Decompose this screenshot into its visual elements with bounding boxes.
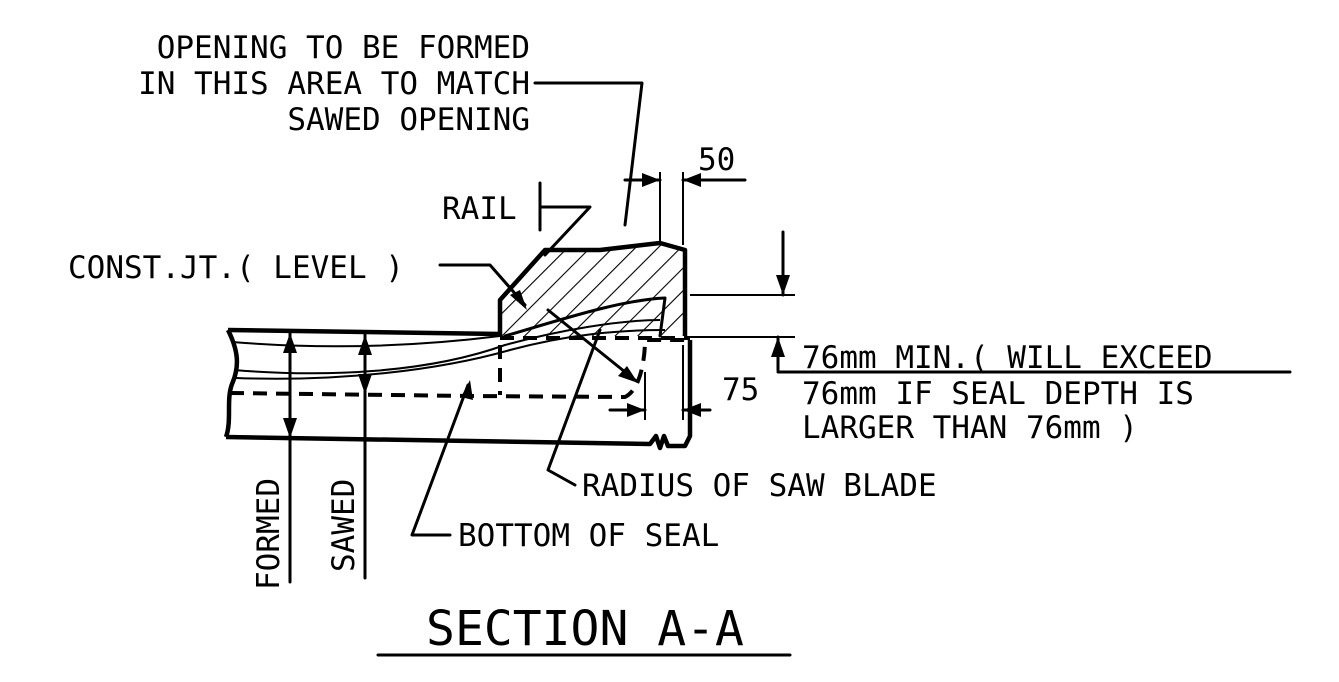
rail-hatch	[500, 243, 685, 336]
dim-50-label: 50	[698, 142, 735, 178]
const-jt-label: CONST.JT.( LEVEL )	[68, 250, 404, 286]
radius-leader	[546, 328, 602, 487]
rail-outline	[497, 240, 688, 336]
opening-leader	[533, 81, 644, 227]
dim75-arrow-left	[627, 403, 645, 417]
sawed-label: SAWED	[326, 479, 362, 572]
min-note-line3: LARGER THAN 76mm )	[802, 410, 1138, 446]
dim75-arrow-right	[683, 403, 701, 417]
sawed-arrow-bottom	[358, 374, 372, 394]
deck-slab	[223, 319, 693, 451]
rail-dim-arrow	[776, 275, 790, 295]
saw-cut-curve	[503, 296, 667, 338]
min-note-line1: 76mm MIN.( WILL EXCEED	[802, 340, 1213, 376]
radius-label: RADIUS OF SAW BLADE	[582, 468, 937, 504]
min-dim-arrow	[771, 337, 785, 357]
annotations: OPENING TO BE FORMED IN THIS AREA TO MAT…	[68, 30, 1213, 657]
min-note-line2: 76mm IF SEAL DEPTH IS	[802, 376, 1194, 412]
opening-dashed-line	[229, 338, 690, 400]
const-jt-leader	[438, 263, 527, 307]
opening-note-line3: SAWED OPENING	[287, 102, 530, 138]
dim-75-label: 75	[722, 372, 759, 408]
section-title: SECTION A-A	[426, 601, 744, 657]
slab-bottom-edge	[225, 340, 693, 451]
dim50-arrow-right	[683, 173, 701, 187]
rail-section	[497, 240, 688, 338]
dim50-arrow-left	[642, 173, 660, 187]
formed-label: FORMED	[251, 478, 287, 590]
sawed-arrow-top	[358, 335, 372, 355]
slab-break-line	[223, 328, 240, 438]
opening-note-line1: OPENING TO BE FORMED	[157, 30, 530, 66]
slab-top-edge	[227, 327, 501, 337]
rail-label: RAIL	[442, 191, 517, 227]
leaders	[283, 81, 1292, 584]
formed-arrow-bottom	[283, 418, 297, 438]
opening-note-line2: IN THIS AREA TO MATCH	[138, 66, 530, 102]
radius-line	[546, 308, 637, 382]
seal-curve-upper	[231, 335, 501, 348]
formed-arrow-top	[283, 333, 297, 353]
bottom-seal-arrowhead	[461, 380, 473, 400]
bottom-seal-label: BOTTOM OF SEAL	[458, 518, 719, 554]
const-jt-arrowhead	[510, 290, 527, 310]
radius-arrowhead	[618, 366, 638, 383]
rail-leader	[538, 205, 592, 257]
bottom-seal-leader	[410, 383, 470, 537]
